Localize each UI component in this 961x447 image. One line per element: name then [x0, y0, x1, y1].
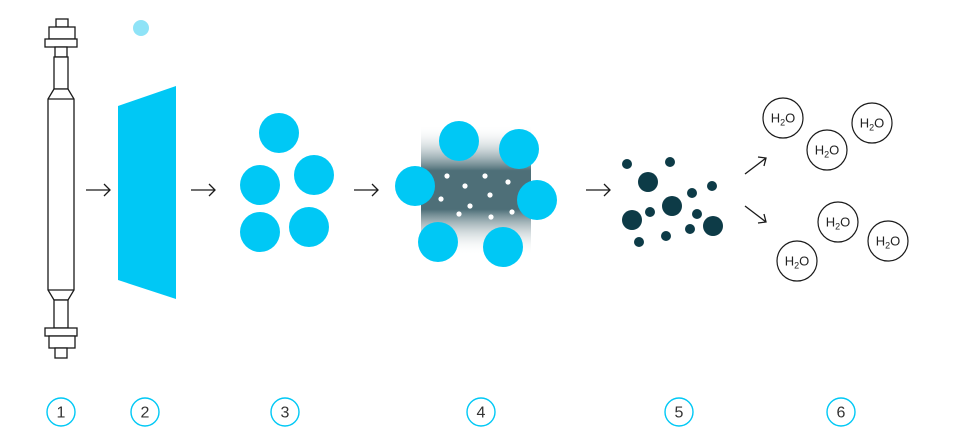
step-circle: [826, 397, 856, 427]
step-marker-2: 2: [130, 397, 160, 427]
step-marker-1: 1: [46, 397, 76, 427]
particle-cluster: [622, 157, 723, 247]
step-number: 4: [477, 405, 486, 422]
h2o-label: H2O: [860, 116, 885, 133]
step-marker-5: 5: [664, 397, 694, 427]
h2o-molecule: H2O: [762, 97, 804, 139]
h2o-label: H2O: [815, 143, 840, 160]
radical-dots: [438, 173, 515, 220]
h2o-circle: [817, 201, 859, 243]
arrow-icon: [586, 183, 611, 197]
h2o-molecule: H2O: [867, 220, 909, 262]
h2o-label: H2O: [785, 254, 810, 271]
step-circle: [130, 397, 160, 427]
step-number: 5: [675, 405, 684, 422]
step-numbers: 1 2 3 4 5 6: [46, 397, 856, 427]
arrow-icon: [354, 183, 379, 197]
step-circle: [466, 397, 496, 427]
h2o-label: H2O: [771, 111, 796, 128]
h2o-molecule: H2O: [776, 240, 818, 282]
h2o-molecule: H2O: [806, 129, 848, 171]
water-molecules: H2O H2O H2O H2O H2O H2O: [762, 97, 909, 282]
light-particle: [133, 20, 149, 36]
step-marker-3: 3: [270, 397, 300, 427]
h2o-circle: [776, 240, 818, 282]
uv-light-panel: [118, 86, 176, 299]
step-number: 1: [57, 405, 66, 422]
step-circle: [270, 397, 300, 427]
h2o-label: H2O: [826, 215, 851, 232]
h2o-circle: [867, 220, 909, 262]
arrow-down-right-icon: [744, 205, 767, 224]
step-circle: [46, 397, 76, 427]
arrow-icon: [86, 183, 111, 197]
arrow-icon: [191, 183, 216, 197]
uv-lamp-icon: [44, 18, 78, 359]
step-marker-6: 6: [826, 397, 856, 427]
h2o-label: H2O: [876, 234, 901, 251]
step-number: 3: [281, 405, 290, 422]
h2o-molecule: H2O: [851, 102, 893, 144]
arrow-up-right-icon: [744, 156, 767, 175]
h2o-circle: [762, 97, 804, 139]
step-circle: [664, 397, 694, 427]
h2o-circle: [806, 129, 848, 171]
step-number: 6: [837, 405, 846, 422]
h2o-molecule: H2O: [817, 201, 859, 243]
molecule-cluster: [240, 113, 334, 252]
step-marker-4: 4: [466, 397, 496, 427]
step-number: 2: [141, 405, 150, 422]
reaction-molecules: [395, 121, 557, 267]
h2o-circle: [851, 102, 893, 144]
